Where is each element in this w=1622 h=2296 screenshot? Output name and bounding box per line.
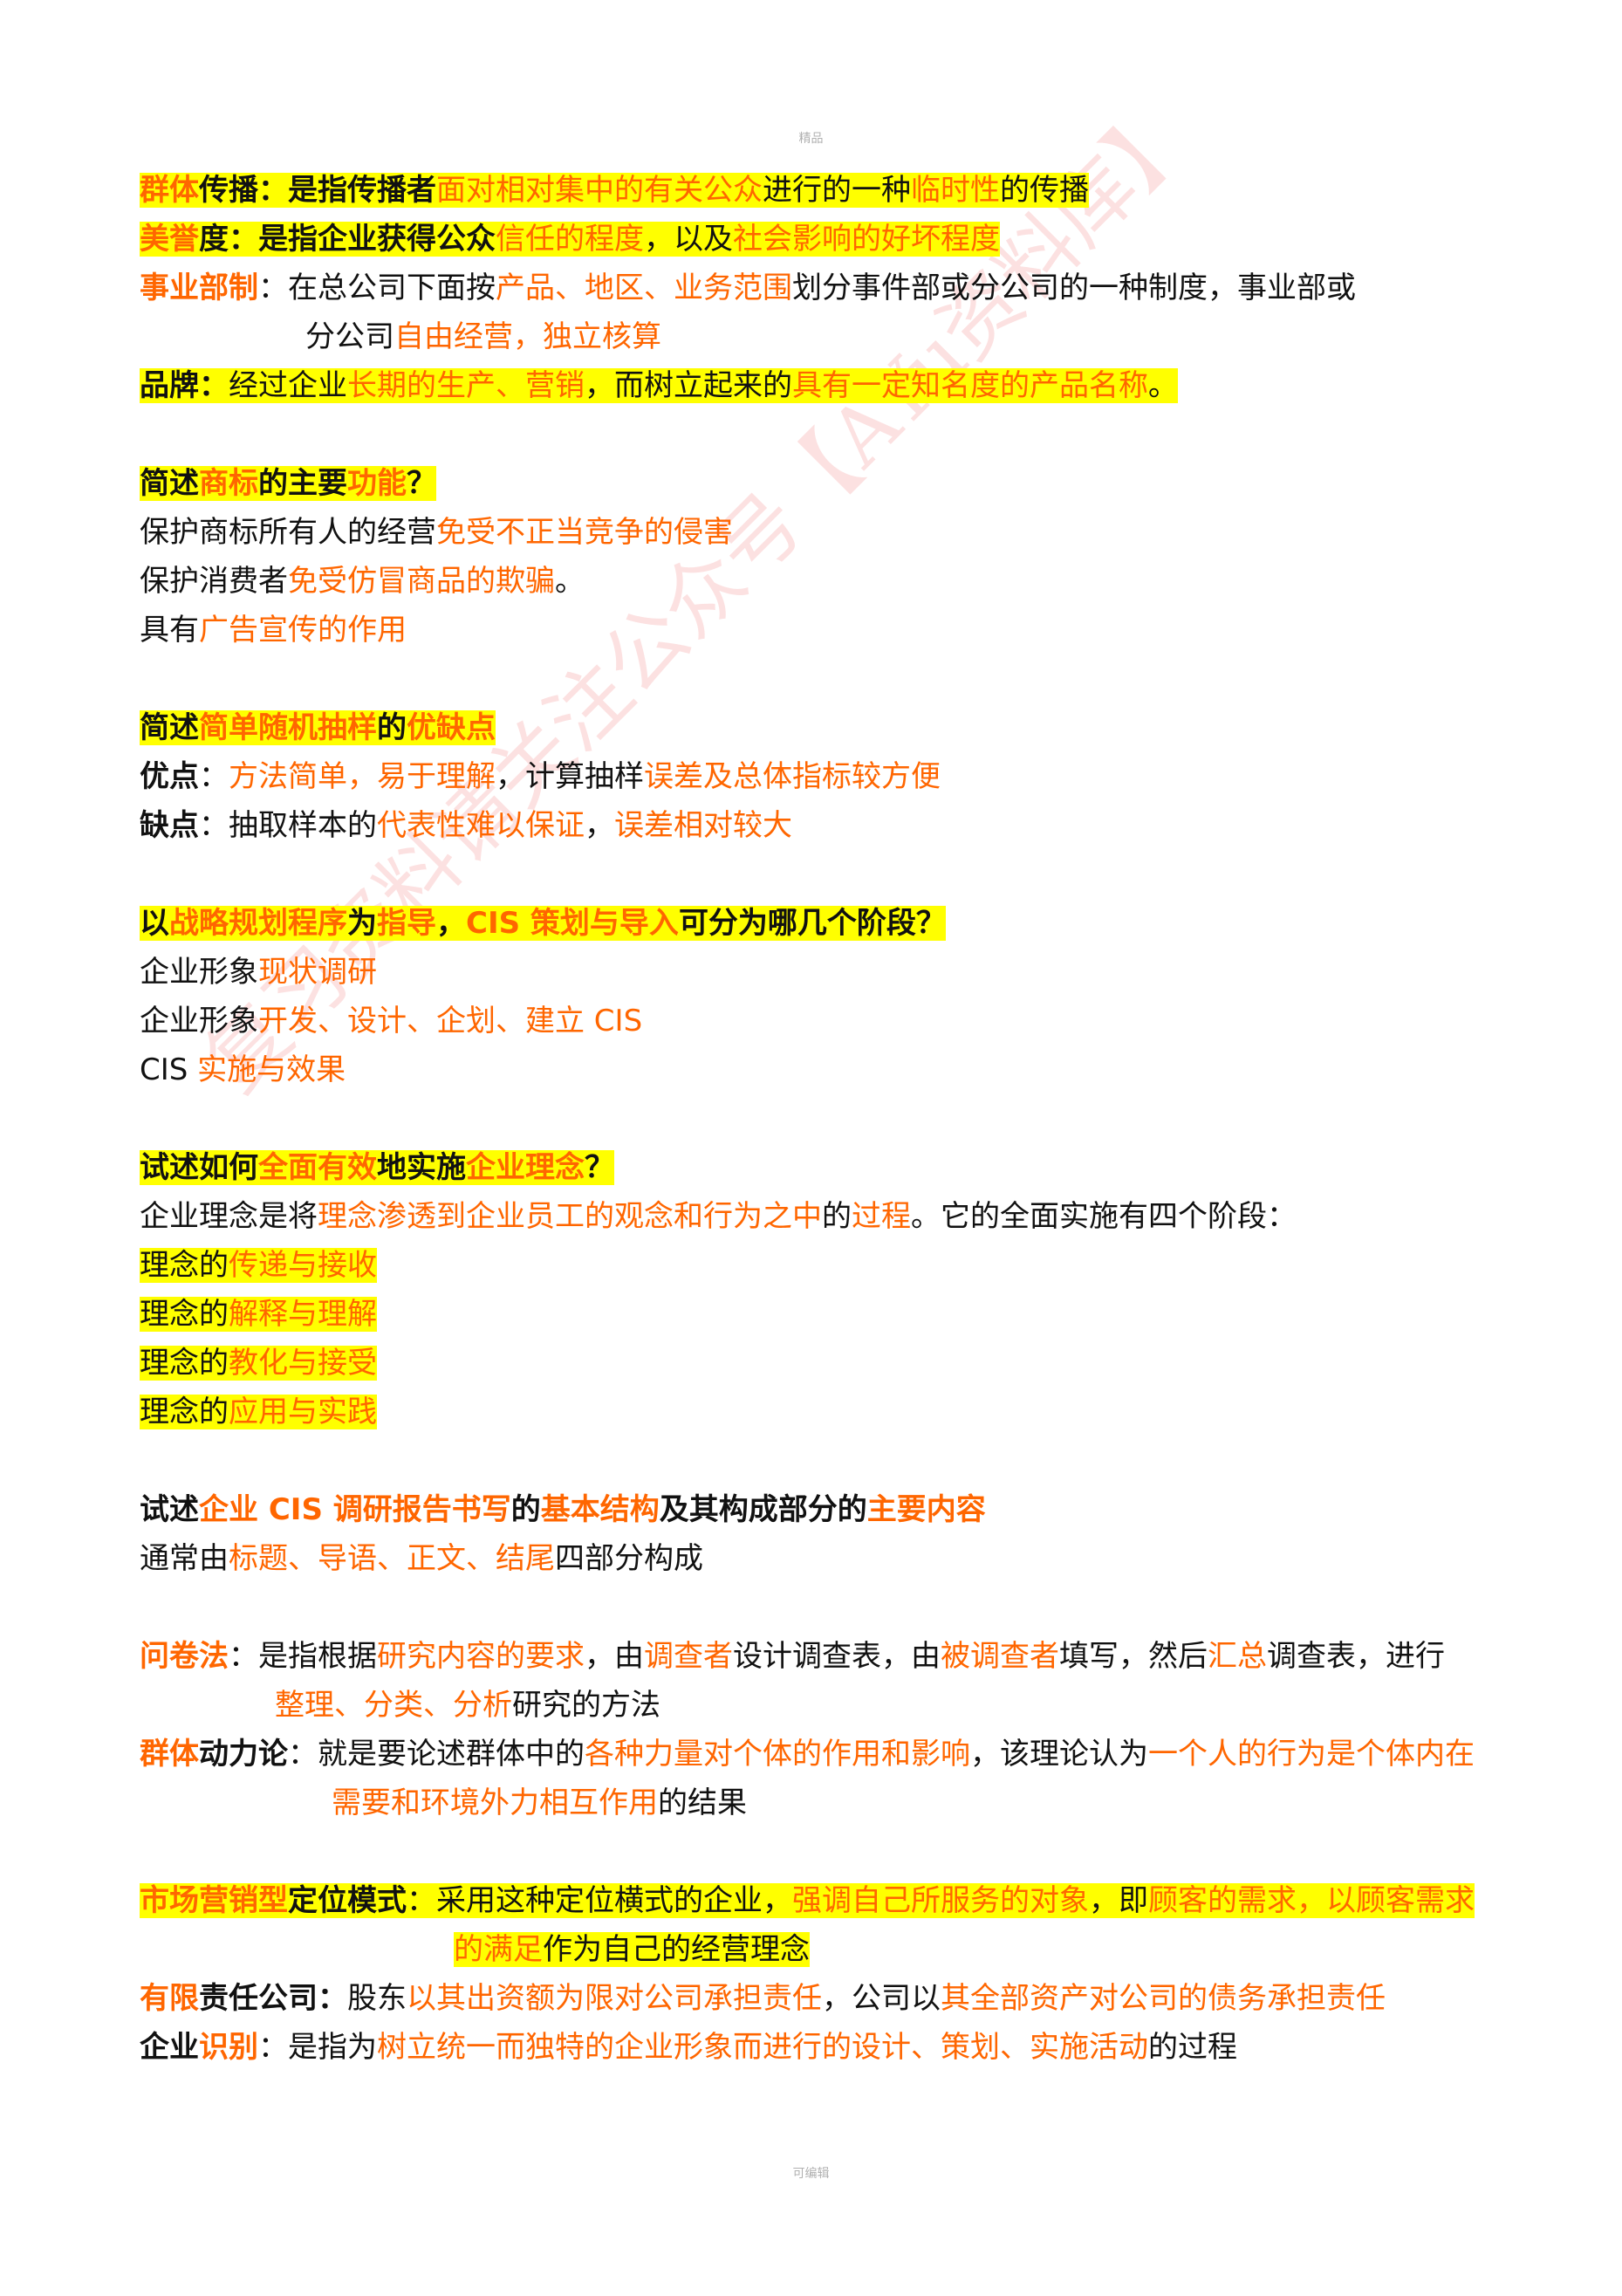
definition-marketing-positioning: 市场营销型定位模式：采用这种定位横式的企业，强调自己所服务的对象，即顾客的需求，… [140, 1883, 1475, 1918]
philosophy-intro: 企业理念是将理念渗透到企业员工的观念和行为之中的过程。它的全面实施有四个阶段： [140, 1199, 1297, 1234]
definition-reputation: 美誉度：是指企业获得公众信任的程度，以及社会影响的好坏程度 [140, 222, 1000, 257]
definition-marketing-positioning-cont: 的满足作为自己的经营理念 [454, 1932, 810, 1967]
list-item: 保护商标所有人的经营免受不正当竞争的侵害 [140, 515, 733, 550]
question-cis-report: 试述企业 CIS 调研报告书写的基本结构及其构成部分的主要内容 [140, 1492, 986, 1527]
definition-group-dynamics: 群体动力论：就是要论述群体中的各种力量对个体的作用和影响，该理论认为一个人的行为… [140, 1737, 1475, 1772]
list-item: CIS 实施与效果 [140, 1052, 346, 1087]
definition-group-dynamics-cont: 需要和环境外力相互作用的结果 [332, 1785, 747, 1820]
list-item: 理念的教化与接受 [140, 1346, 377, 1381]
list-item: 理念的解释与理解 [140, 1297, 377, 1332]
question-cis-stages: 以战略规划程序为指导，CIS 策划与导入可分为哪几个阶段？ [140, 906, 946, 941]
document-body: 群体传播：是指传播者面对相对集中的有关公众进行的一种临时性的传播 美誉度：是指企… [140, 166, 1509, 2072]
page-footer-mark: 可编辑 [792, 2167, 830, 2181]
list-item: 理念的传递与接收 [140, 1248, 377, 1283]
definition-questionnaire: 问卷法：是指根据研究内容的要求，由调查者设计调查表，由被调查者填写，然后汇总调查… [140, 1639, 1445, 1674]
question-trademark-functions: 简述商标的主要功能？ [140, 466, 436, 501]
list-item: 企业形象开发、设计、企划、建立 CIS [140, 1004, 643, 1038]
list-item: 理念的应用与实践 [140, 1395, 377, 1429]
list-item: 具有广告宣传的作用 [140, 613, 407, 648]
list-item: 保护消费者免受仿冒商品的欺骗。 [140, 564, 585, 599]
question-corporate-philosophy: 试述如何全面有效地实施企业理念？ [140, 1150, 614, 1185]
report-structure-answer: 通常由标题、导语、正文、结尾四部分构成 [140, 1541, 703, 1576]
question-random-sampling: 简述简单随机抽样的优缺点 [140, 710, 496, 745]
definition-limited-company: 有限责任公司：股东以其出资额为限对公司承担责任，公司以其全部资产对公司的债务承担… [140, 1981, 1386, 2016]
definition-division-system: 事业部制：在总公司下面按产品、地区、业务范围划分事件部或分公司的一种制度，事业部… [140, 271, 1356, 305]
pros-line: 优点：方法简单，易于理解，计算抽样误差及总体指标较方便 [140, 759, 941, 794]
definition-group-communication: 群体传播：是指传播者面对相对集中的有关公众进行的一种临时性的传播 [140, 173, 1089, 208]
definition-brand: 品牌：经过企业长期的生产、营销，而树立起来的具有一定知名度的产品名称。 [140, 368, 1178, 403]
page-header-mark: 精品 [798, 132, 824, 146]
list-item: 企业形象现状调研 [140, 955, 377, 990]
definition-division-system-cont: 分公司自由经营，独立核算 [305, 319, 661, 354]
definition-questionnaire-cont: 整理、分类、分析研究的方法 [275, 1688, 660, 1723]
cons-line: 缺点：抽取样本的代表性难以保证，误差相对较大 [140, 808, 792, 843]
definition-corporate-identity: 企业识别：是指为树立统一而独特的企业形象而进行的设计、策划、实施活动的过程 [140, 2030, 1237, 2065]
